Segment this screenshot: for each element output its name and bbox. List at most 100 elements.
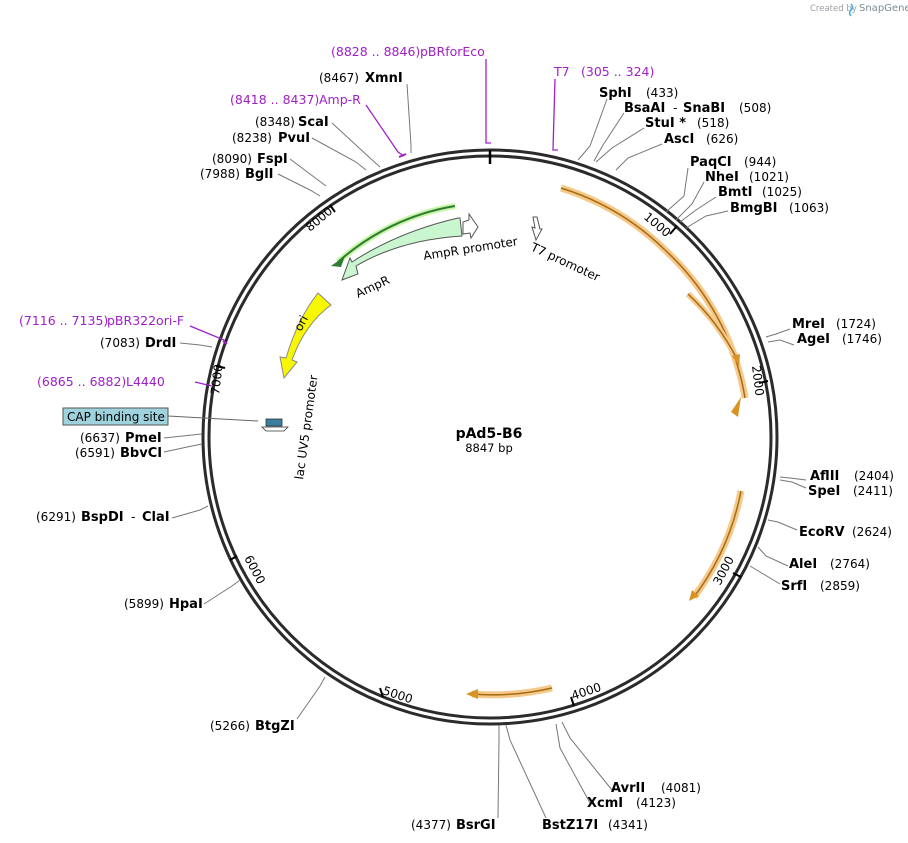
site-pos-agei: (1746) bbox=[842, 332, 882, 346]
site-pos-fspi: (8090) bbox=[212, 152, 252, 166]
leader-bmgbi bbox=[685, 210, 729, 229]
leader-spei bbox=[779, 479, 807, 489]
site-name-pmei: PmeI bbox=[125, 431, 162, 446]
site-pos-bsrgi: (4377) bbox=[411, 818, 451, 832]
tick-mark-5000 bbox=[379, 687, 384, 698]
site-name-stui: StuI * bbox=[645, 116, 686, 131]
site-pos-mrei: (1724) bbox=[836, 317, 876, 331]
leader-t7 bbox=[552, 78, 558, 151]
left-site-labels: (8467) XmnI (8348) ScaI (8238) PvuI (809… bbox=[36, 71, 496, 833]
site-name-xmni: XmnI bbox=[365, 71, 403, 86]
site-pos-ecorv: (2624) bbox=[852, 525, 892, 539]
site-name-xcmi: XcmI bbox=[587, 796, 623, 811]
site-pos-alei: (2764) bbox=[830, 557, 870, 571]
feature-arrowhead-5 bbox=[466, 689, 478, 699]
site-name-drdi: DrdI bbox=[145, 336, 176, 351]
leader-asci bbox=[615, 143, 663, 171]
leader-fspi bbox=[289, 158, 327, 187]
site-name-bmgbi: BmgBI bbox=[730, 201, 778, 216]
site-name-pvui: PvuI bbox=[278, 131, 310, 146]
t7-promoter-arrow bbox=[531, 216, 543, 242]
site-pos-bmgbi: (1063) bbox=[789, 201, 829, 215]
feature-arrowhead-2 bbox=[731, 397, 741, 417]
feature-label-t7-promoter: T7 promoter bbox=[528, 240, 602, 285]
site-pos-asci: (626) bbox=[706, 132, 738, 146]
site-leader-lines bbox=[163, 83, 807, 819]
primer-labels: (8828 .. 8846) pBRforEco T7 (305 .. 324)… bbox=[19, 44, 654, 389]
site-name-spei: SpeI bbox=[808, 484, 840, 499]
feature-arc-2-halo bbox=[662, 247, 749, 399]
site-name-scai: ScaI bbox=[298, 115, 329, 130]
site-name-clai: ClaI bbox=[142, 510, 170, 525]
cap-binding-site-label: CAP binding site bbox=[67, 410, 165, 424]
site-name-alei: AleI bbox=[789, 557, 817, 572]
site-pos-xcmi: (4123) bbox=[636, 796, 676, 810]
leader-nhei bbox=[675, 181, 705, 221]
green-feature-arrowhead bbox=[331, 256, 345, 267]
leader-hpai bbox=[203, 579, 241, 605]
site-pos-srfi: (2859) bbox=[820, 579, 860, 593]
leader-ecorv bbox=[767, 519, 798, 531]
site-name-hpai: HpaI bbox=[169, 597, 203, 612]
leader-l4440 bbox=[194, 381, 213, 387]
leader-pvui bbox=[311, 137, 367, 171]
leader-bgli bbox=[277, 173, 321, 197]
feature-arc-1 bbox=[560, 187, 666, 251]
site-name-bsrgi: BsrGI bbox=[456, 818, 496, 833]
site-pos-nhei: (1021) bbox=[749, 170, 789, 184]
site-name-paqci: PaqCI bbox=[690, 155, 732, 170]
cap-binding-site-glyph bbox=[265, 418, 283, 427]
site-name-btgzi: BtgZI bbox=[255, 719, 295, 734]
site-pos-drdi: (7083) bbox=[100, 336, 140, 350]
site-name-sphi: SphI bbox=[599, 86, 632, 101]
site-pos-bspdi: (6291) bbox=[36, 510, 76, 524]
leader-stui bbox=[595, 127, 645, 163]
tick-mark-6000 bbox=[229, 555, 238, 561]
leader-xmni bbox=[406, 83, 412, 153]
leader-alei bbox=[757, 546, 789, 567]
site-name-aflii: AflII bbox=[810, 469, 839, 484]
site-pos-bmti: (1025) bbox=[762, 185, 802, 199]
site-pos-paqci: (944) bbox=[744, 155, 776, 169]
feature-label-ori: ori bbox=[291, 313, 311, 333]
site-pos-xmni: (8467) bbox=[319, 71, 359, 85]
tick-label-7000: 7000 bbox=[208, 363, 226, 395]
primer-range-pbr322ori: (7116 .. 7135) bbox=[19, 313, 108, 328]
site-name-asci: AscI bbox=[664, 132, 694, 147]
site-pos-stui: (518) bbox=[697, 116, 729, 130]
site-pos-bbvci: (6591) bbox=[75, 446, 115, 460]
leader-bbvci bbox=[163, 443, 203, 453]
tick-mark-1000 bbox=[669, 225, 678, 235]
tick-label-8000: 8000 bbox=[303, 204, 335, 234]
lac-uv5-glyph bbox=[261, 426, 289, 432]
feature-label-lac-uv5: lac UV5 promoter bbox=[292, 374, 321, 480]
site-pos-hpai: (5899) bbox=[124, 597, 164, 611]
site-name-ecorv: EcoRV bbox=[799, 525, 845, 540]
feature-arc-4 bbox=[693, 490, 742, 598]
ampr-arrow bbox=[341, 217, 463, 281]
primer-mark-ampr bbox=[398, 153, 407, 158]
tick-mark-7000 bbox=[215, 365, 226, 369]
primer-range-ampr: (8418 .. 8437) bbox=[230, 92, 319, 107]
right-site-labels: SphI (433) BsaAI - SnaBI (508) StuI * (5… bbox=[542, 86, 894, 833]
leader-bsaai bbox=[593, 112, 625, 162]
site-name-nhei: NheI bbox=[705, 170, 739, 185]
leader-bmti bbox=[679, 196, 717, 223]
site-pos-bsaai: (508) bbox=[739, 101, 771, 115]
site-name-bstz17i: BstZ17I bbox=[542, 818, 598, 833]
feature-arc-2 bbox=[664, 249, 746, 399]
site-pos-sphi: (433) bbox=[646, 86, 678, 100]
leader-bspdi bbox=[171, 505, 209, 519]
tick-mark-4000 bbox=[570, 696, 575, 707]
site-name-snabi: SnaBI bbox=[683, 101, 725, 116]
tick-mark-8000 bbox=[329, 204, 336, 213]
site-name-bspdi: BspDI bbox=[81, 510, 124, 525]
tick-label-6000: 6000 bbox=[241, 553, 268, 587]
leader-pmei bbox=[163, 433, 203, 439]
primer-name-pbr322ori: pBR322ori-F bbox=[107, 313, 184, 328]
leader-mrei bbox=[765, 328, 791, 338]
primer-range-l4440: (6865 .. 6882) bbox=[37, 374, 126, 389]
leader-bstz17i bbox=[505, 724, 547, 819]
leader-btgzi bbox=[296, 676, 326, 720]
